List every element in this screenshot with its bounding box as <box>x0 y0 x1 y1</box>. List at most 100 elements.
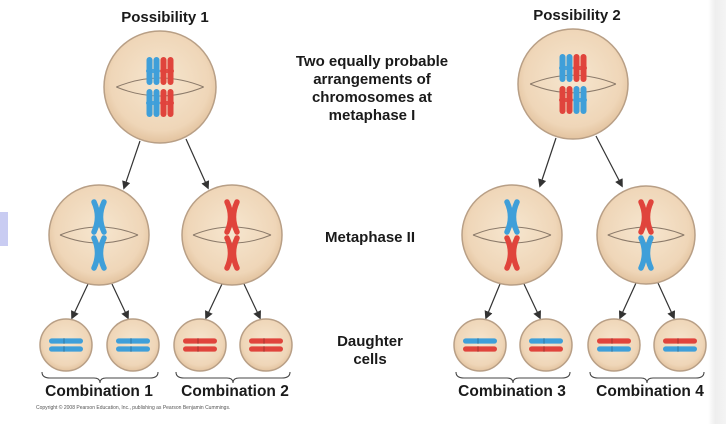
arrangements-line-2: arrangements of <box>313 71 431 88</box>
combination-4-label: Combination 4 <box>596 383 704 400</box>
combination-1-label: Combination 1 <box>45 383 153 400</box>
chromosome <box>146 57 160 85</box>
chromosome <box>183 338 217 344</box>
chromosome <box>529 338 563 344</box>
chromosome <box>463 338 497 344</box>
metaphase-ii-cell-3 <box>461 184 563 286</box>
cell-membrane <box>239 318 293 372</box>
chromatid <box>510 235 520 271</box>
possibility-2-label: Possibility 2 <box>533 7 621 24</box>
arrow <box>185 138 210 190</box>
spindle-fiber <box>529 83 617 94</box>
chromatid-bar <box>529 346 563 352</box>
arrow <box>618 282 637 320</box>
combination-2-label: Combination 2 <box>181 383 289 400</box>
cell-membrane <box>106 318 160 372</box>
chromosome <box>559 86 573 114</box>
chromatid <box>91 235 101 271</box>
chromosome <box>160 89 174 117</box>
chromatid <box>97 199 107 235</box>
centromere <box>146 101 160 105</box>
spindle-fiber <box>472 226 552 236</box>
arrow <box>71 283 89 320</box>
spindle-fiber <box>192 234 272 244</box>
cell-membrane <box>48 184 150 286</box>
chromatid <box>638 199 648 235</box>
chromatid <box>644 235 654 271</box>
brace <box>175 371 291 384</box>
daughter-cell-8 <box>653 318 707 372</box>
combination-3-label: Combination 3 <box>458 383 566 400</box>
spindle-fiber <box>529 74 617 85</box>
metaphase-ii-cell-2 <box>181 184 283 286</box>
arrow <box>595 135 623 188</box>
cell-membrane <box>39 318 93 372</box>
spindle-fiber <box>472 234 552 244</box>
chromatid <box>97 235 107 271</box>
arrow <box>122 140 141 190</box>
chromatid-bar <box>463 346 497 352</box>
daughter-cell-2 <box>106 318 160 372</box>
metaphase-ii-label: Metaphase II <box>324 229 416 246</box>
chromosome <box>116 346 150 352</box>
chromatid <box>224 235 234 271</box>
chromosome <box>573 86 587 114</box>
chromosome <box>559 54 573 82</box>
chromosome <box>529 346 563 352</box>
chromatid <box>91 199 101 235</box>
cell-membrane <box>519 318 573 372</box>
daughter-cells-line-2: cells <box>353 351 387 368</box>
spindle-fiber <box>59 226 139 236</box>
daughter-cell-6 <box>519 318 573 372</box>
chromosome <box>49 346 83 352</box>
possibility-1-label: Possibility 1 <box>121 9 209 26</box>
chromatid <box>504 199 514 235</box>
chromatid <box>644 199 654 235</box>
chromosome <box>597 346 631 352</box>
chromatid-bar <box>49 338 83 344</box>
chromosome <box>638 235 654 271</box>
chromosome <box>224 235 240 271</box>
chromosome <box>504 199 520 235</box>
chromatid <box>230 235 240 271</box>
copyright-notice: Copyright © 2008 Pearson Education, Inc.… <box>36 405 231 411</box>
spindle-fiber <box>59 234 139 244</box>
chromatid-bar <box>529 338 563 344</box>
chromatid-bar <box>49 346 83 352</box>
daughter-cell-1 <box>39 318 93 372</box>
chromosome <box>249 338 283 344</box>
chromatid-bar <box>597 346 631 352</box>
chromosome <box>663 338 697 344</box>
chromatid <box>510 199 520 235</box>
arrow <box>523 283 541 320</box>
cell-membrane <box>587 318 641 372</box>
chromosome <box>116 338 150 344</box>
metaphase-i-cell-possibility-2 <box>517 28 629 140</box>
chromatid-bar <box>463 338 497 344</box>
centromere <box>573 66 587 70</box>
cell-membrane <box>596 185 696 285</box>
spindle-fiber <box>607 234 685 244</box>
brace <box>455 371 571 384</box>
chromatid <box>504 235 514 271</box>
chromatid <box>638 235 648 271</box>
chromatid-bar <box>249 346 283 352</box>
arrows-layer <box>71 135 676 320</box>
chromosome <box>160 57 174 85</box>
arrow <box>205 283 223 320</box>
spindle-fiber <box>116 77 204 88</box>
spindle-fiber <box>607 226 685 236</box>
chromatid-bar <box>183 346 217 352</box>
chromosome <box>463 346 497 352</box>
centromere <box>559 66 573 70</box>
daughter-cell-4 <box>239 318 293 372</box>
cells-layer <box>39 28 707 372</box>
spindle-fiber <box>192 226 272 236</box>
cell-membrane <box>173 318 227 372</box>
chromosome <box>573 54 587 82</box>
cell-membrane <box>653 318 707 372</box>
left-side-tab <box>0 212 8 246</box>
centromere <box>160 69 174 73</box>
arrow <box>538 137 557 188</box>
cell-membrane <box>453 318 507 372</box>
